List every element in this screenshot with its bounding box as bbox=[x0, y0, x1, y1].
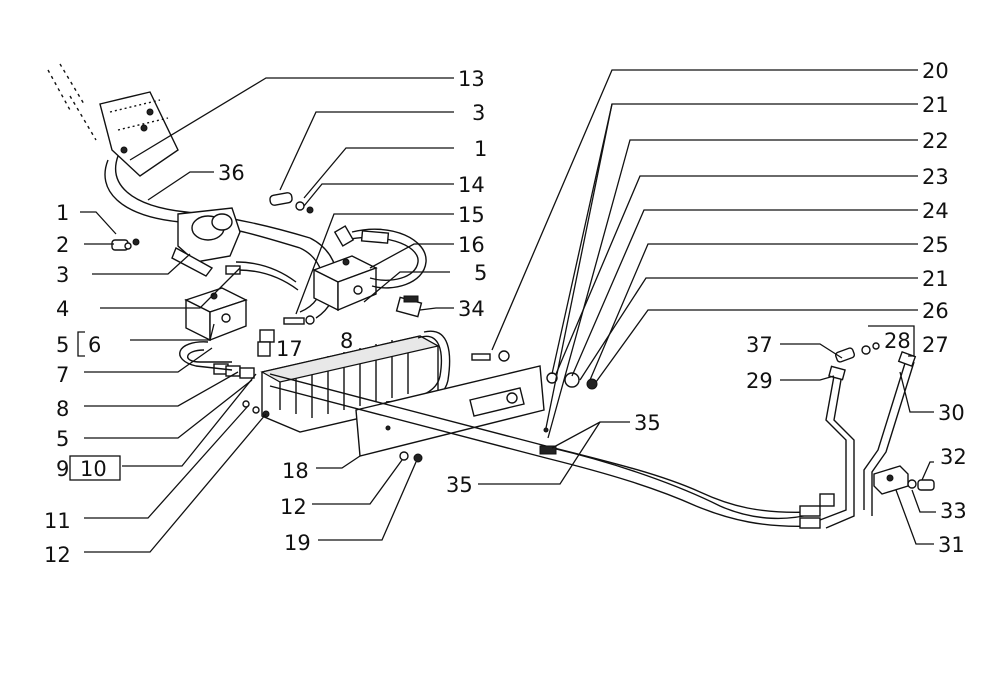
label-9: 9 bbox=[56, 457, 69, 481]
label-37: 37 bbox=[746, 333, 773, 357]
label-31: 31 bbox=[938, 533, 965, 557]
label-5-left-lower: 5 bbox=[56, 427, 69, 451]
label-21-upper: 21 bbox=[922, 93, 949, 117]
label-35-upper: 35 bbox=[634, 411, 661, 435]
label-5-left-upper: 5 bbox=[56, 333, 69, 357]
label-19: 19 bbox=[284, 531, 311, 555]
label-2: 2 bbox=[56, 233, 69, 257]
label-26: 26 bbox=[922, 299, 949, 323]
label-20: 20 bbox=[922, 59, 949, 83]
label-12-left: 12 bbox=[44, 543, 71, 567]
label-23: 23 bbox=[922, 165, 949, 189]
label-1-top: 1 bbox=[474, 137, 487, 161]
label-7: 7 bbox=[56, 363, 69, 387]
left-valve-block bbox=[184, 287, 248, 342]
main-pipes bbox=[269, 373, 813, 528]
valve-hoses bbox=[225, 225, 427, 291]
label-33: 33 bbox=[940, 499, 967, 523]
label-3-left: 3 bbox=[56, 263, 69, 287]
label-24: 24 bbox=[922, 199, 949, 223]
mounting-plate bbox=[355, 365, 545, 457]
hose-clamp bbox=[171, 207, 241, 277]
label-8-upper: 8 bbox=[340, 329, 353, 353]
diagram-drawing bbox=[47, 63, 935, 529]
label-25: 25 bbox=[922, 233, 949, 257]
label-14: 14 bbox=[458, 173, 485, 197]
boom-bracket bbox=[47, 63, 179, 177]
label-12-mid: 12 bbox=[280, 495, 307, 519]
label-11: 11 bbox=[44, 509, 71, 533]
label-3-top: 3 bbox=[472, 101, 485, 125]
label-8-left: 8 bbox=[56, 397, 69, 421]
label-29: 29 bbox=[746, 369, 773, 393]
label-17: 17 bbox=[276, 337, 303, 361]
label-22: 22 bbox=[922, 129, 949, 153]
callout-labels: 13 3 1 14 36 1 2 3 4 15 16 5 34 5 6 17 8… bbox=[44, 59, 967, 567]
label-36: 36 bbox=[218, 161, 245, 185]
pipe-clamp bbox=[873, 465, 909, 495]
label-5-right: 5 bbox=[474, 261, 487, 285]
label-27: 27 bbox=[922, 333, 949, 357]
label-21-lower: 21 bbox=[922, 267, 949, 291]
label-32: 32 bbox=[940, 445, 967, 469]
label-28: 28 bbox=[884, 329, 911, 353]
return-pipes bbox=[799, 351, 917, 529]
label-34: 34 bbox=[458, 297, 485, 321]
label-4: 4 bbox=[56, 297, 69, 321]
label-15: 15 bbox=[458, 203, 485, 227]
label-18: 18 bbox=[282, 459, 309, 483]
label-10: 10 bbox=[80, 457, 107, 481]
label-16: 16 bbox=[458, 233, 485, 257]
right-valve-block bbox=[312, 255, 378, 312]
lower-hose-loop bbox=[179, 341, 233, 371]
leader-lines bbox=[69, 69, 936, 553]
label-6: 6 bbox=[88, 333, 101, 357]
label-30: 30 bbox=[938, 401, 965, 425]
label-1-left: 1 bbox=[56, 201, 69, 225]
label-35-lower: 35 bbox=[446, 473, 473, 497]
label-13: 13 bbox=[458, 67, 485, 91]
